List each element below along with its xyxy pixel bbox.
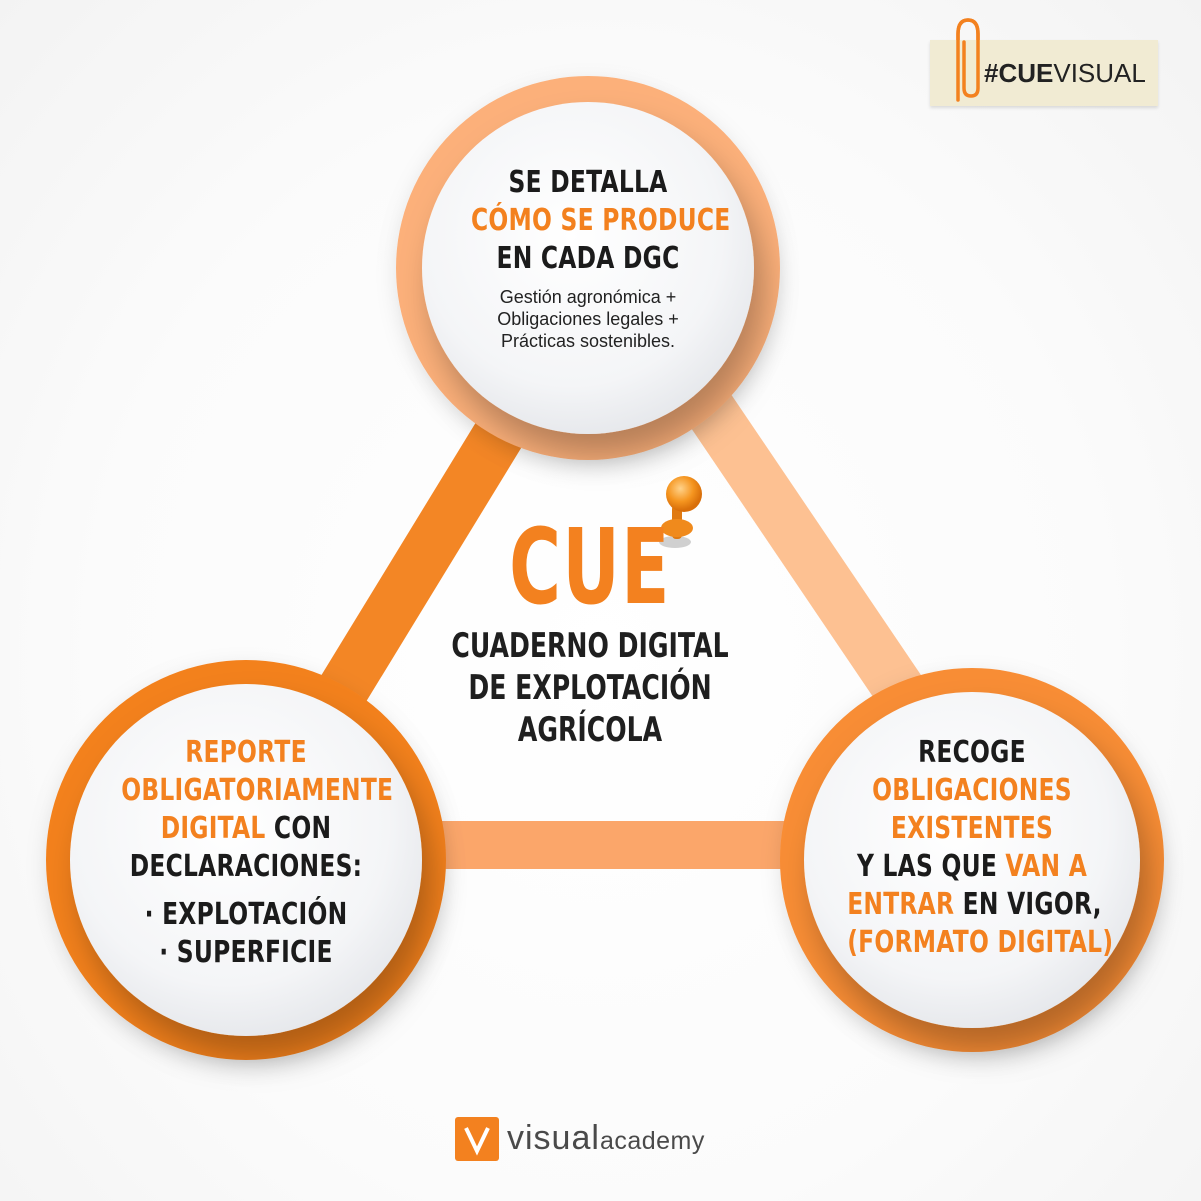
cue-line3: AGRÍCOLA (517, 710, 663, 750)
logo-word-academy: academy (599, 1127, 705, 1155)
logo-v-icon (455, 1117, 499, 1161)
cue-full-name: CUADERNO DIGITAL DE EXPLOTACIÓN AGRÍCOLA (400, 625, 780, 751)
left-line4: DECLARACIONES: (129, 849, 363, 884)
top-circle (396, 76, 780, 460)
right-line5a: ENTRAR (847, 887, 955, 922)
bar-right (668, 365, 942, 735)
left-item1: · EXPLOTACIÓN (144, 897, 348, 932)
paperclip-overlay (956, 18, 980, 102)
right-circle-text: RECOGE OBLIGACIONES EXISTENTES Y LAS QUE… (812, 734, 1132, 962)
cue-line2: DE EXPLOTACIÓN (468, 668, 712, 708)
top-detail1: Gestión agronómica + (499, 287, 677, 307)
right-line4b: VAN A (1005, 849, 1088, 884)
right-line5b: EN VIGOR, (954, 887, 1102, 922)
pushpin-icon (659, 476, 702, 548)
top-line1: SE DETALLA (508, 165, 668, 200)
top-detail2: Obligaciones legales + (497, 309, 679, 329)
left-line3b: CON (265, 811, 332, 846)
right-line2: OBLIGACIONES (872, 773, 1072, 808)
left-line3a: DIGITAL (160, 811, 266, 846)
right-line4a: Y LAS QUE (856, 849, 1006, 884)
top-detail3: Prácticas sostenibles. (500, 331, 676, 351)
left-line2: OBLIGATORIAMENTE (121, 773, 394, 808)
left-circle-text: REPORTE OBLIGATORIAMENTE DIGITAL CON DEC… (86, 734, 406, 972)
left-circle (46, 660, 446, 1060)
left-item2: · SUPERFICIE (159, 935, 333, 970)
top-line3: EN CADA DGC (496, 241, 680, 276)
cue-acronym: CUE (509, 506, 671, 628)
hashtag-regular: VISUAL (1053, 58, 1146, 88)
right-line3: EXISTENTES (890, 811, 1054, 846)
cue-line1: CUADERNO DIGITAL (451, 626, 729, 666)
left-line1: REPORTE (185, 735, 307, 770)
right-line1: RECOGE (918, 735, 1026, 770)
right-circle (780, 668, 1164, 1052)
logo-word-visual: visual (507, 1119, 600, 1157)
hashtag-bold: #CUE (984, 58, 1054, 88)
top-line2: CÓMO SE PRODUCE (471, 203, 731, 238)
top-circle-text: SE DETALLA CÓMO SE PRODUCE EN CADA DGC G… (438, 164, 738, 352)
right-line6: (FORMATO DIGITAL) (847, 925, 1114, 960)
